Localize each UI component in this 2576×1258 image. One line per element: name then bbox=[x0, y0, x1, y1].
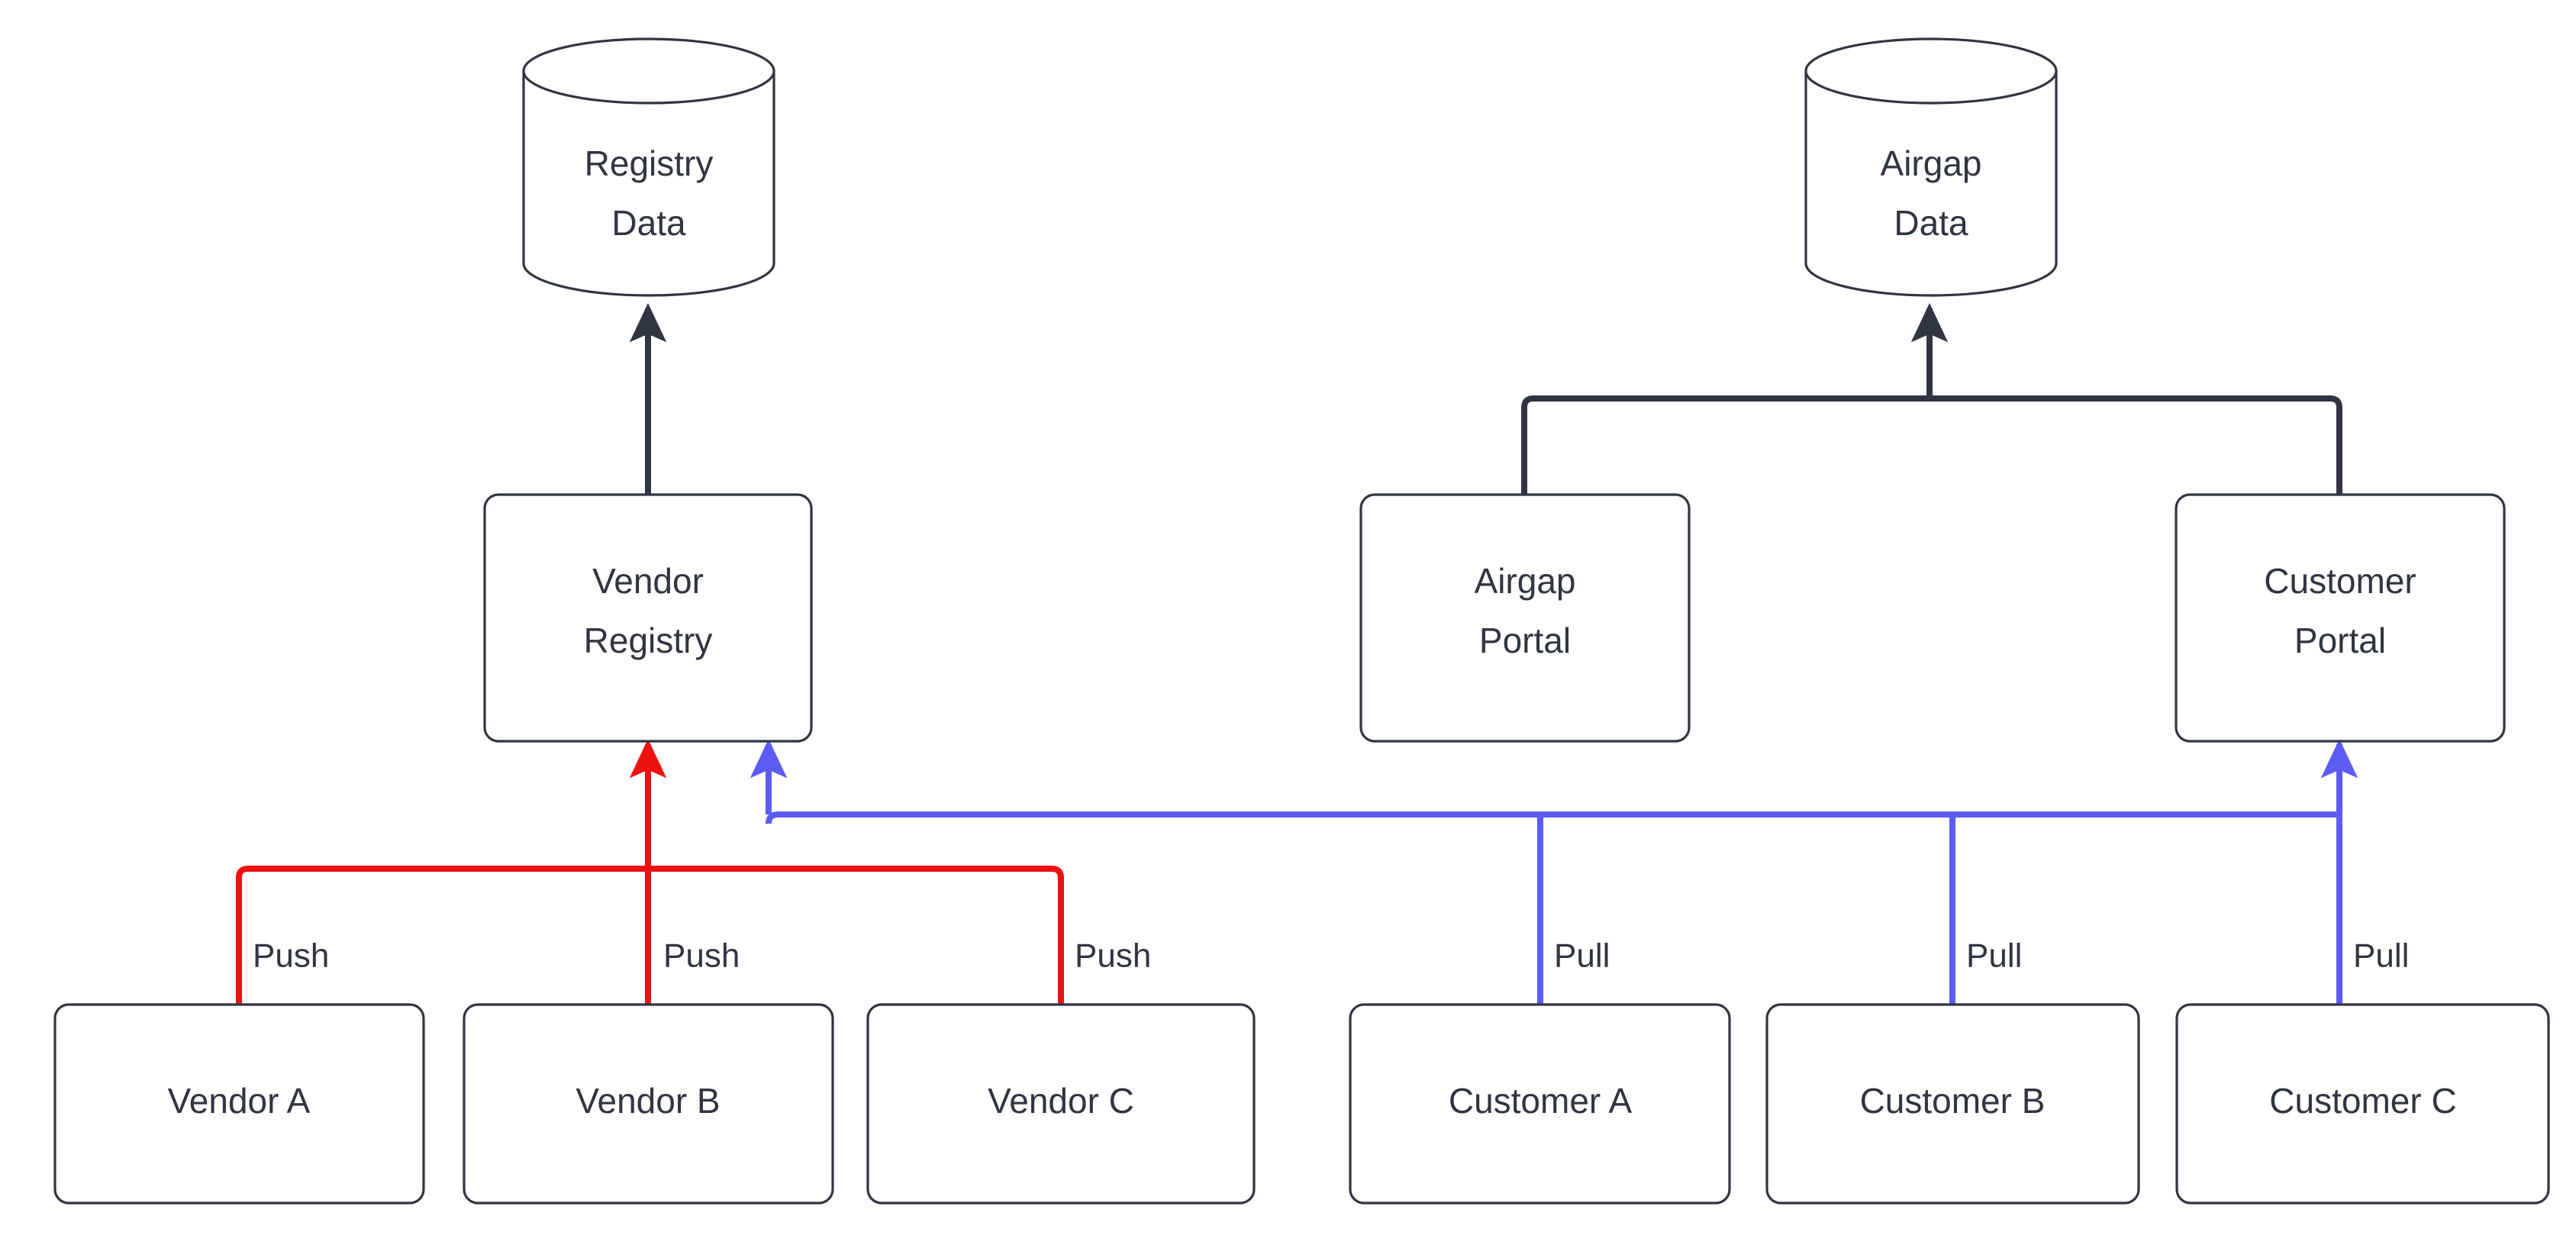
node-vendor-registry-label-line2: Registry bbox=[584, 621, 713, 660]
node-customer-a[interactable]: Customer A bbox=[1349, 1003, 1731, 1205]
node-airgap-data-label-line2: Data bbox=[1894, 203, 1968, 243]
node-airgap-builder-label-line2: Portal bbox=[1479, 621, 1571, 660]
node-vendor-a[interactable]: Vendor A bbox=[53, 1003, 425, 1205]
edge-label-pull-customer-a: Pull bbox=[1554, 937, 1610, 975]
edge-label-push-vendor-a: Push bbox=[253, 937, 329, 975]
node-vendor-registry[interactable]: Vendor Registry bbox=[483, 493, 813, 743]
node-customer-a-label: Customer A bbox=[1449, 1081, 1633, 1121]
node-airgap-data[interactable]: Airgap Data bbox=[1804, 37, 2058, 297]
node-customer-b[interactable]: Customer B bbox=[1765, 1003, 2140, 1205]
edge-label-push-vendor-b: Push bbox=[663, 937, 740, 975]
node-customer-c-label: Customer C bbox=[2269, 1081, 2456, 1121]
edge-label-push-vendor-c: Push bbox=[1075, 937, 1151, 975]
node-airgap-data-label-line1: Airgap bbox=[1881, 144, 1982, 183]
node-vendor-registry-label-line1: Vendor bbox=[592, 561, 704, 601]
node-airgap-builder-label-line1: Airgap bbox=[1475, 561, 1576, 601]
node-customer-portal[interactable]: Customer Portal bbox=[2175, 493, 2506, 743]
node-vendor-a-label: Vendor A bbox=[168, 1081, 311, 1121]
node-customer-portal-label-line2: Portal bbox=[2294, 621, 2386, 660]
node-registry-data-label-line1: Registry bbox=[585, 144, 714, 183]
edge-label-pull-customer-b: Pull bbox=[1966, 937, 2022, 975]
node-customer-c[interactable]: Customer C bbox=[2175, 1003, 2550, 1205]
node-customer-portal-label-line1: Customer bbox=[2264, 561, 2416, 601]
node-vendor-c-label: Vendor C bbox=[988, 1081, 1134, 1121]
node-vendor-b-label: Vendor B bbox=[575, 1081, 720, 1121]
node-customer-b-label: Customer B bbox=[1860, 1081, 2046, 1121]
node-registry-data-label-line2: Data bbox=[611, 203, 686, 243]
node-airgap-builder[interactable]: Airgap Portal bbox=[1359, 493, 1691, 743]
node-registry-data[interactable]: Registry Data bbox=[522, 37, 775, 297]
node-vendor-c[interactable]: Vendor C bbox=[866, 1003, 1256, 1205]
edge-pull-bus bbox=[766, 811, 2339, 824]
edge-airgap-builder-portal-bus bbox=[1521, 395, 2342, 495]
edge-label-pull-customer-c: Pull bbox=[2353, 937, 2409, 975]
node-vendor-b[interactable]: Vendor B bbox=[463, 1003, 834, 1205]
